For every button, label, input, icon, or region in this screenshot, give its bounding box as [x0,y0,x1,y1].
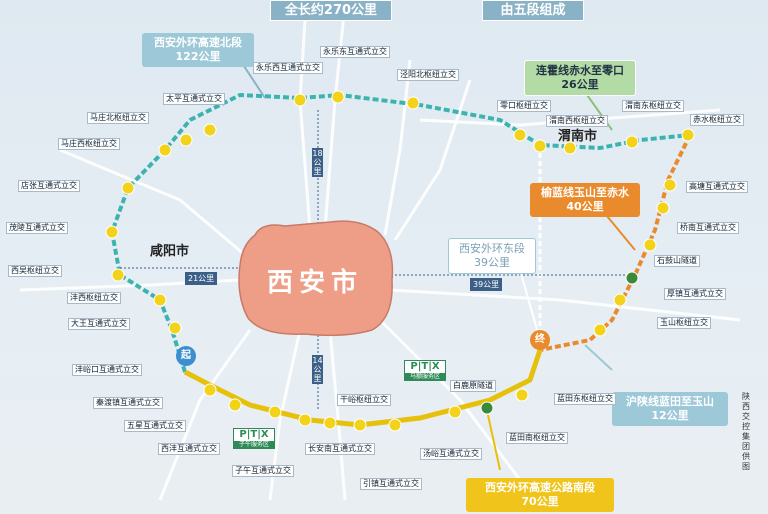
interchange-label: 蓝田东枢纽立交 [554,393,616,405]
weinan-city-label: 渭南市 [558,129,598,144]
lianhuo-segment-callout: 连霍线赤水至零口 26公里 [524,60,636,96]
interchange-label: 大王互通式立交 [68,318,130,330]
interchange-label: 子午互通式立交 [232,465,294,477]
interchange-label: 西吴枢纽立交 [8,265,62,277]
interchange-label: 厚镇互通式立交 [664,288,726,300]
interchange-label: 沣峪口互通式立交 [72,364,142,376]
hushan-segment-callout: 沪陕线蓝田至玉山 12公里 [612,392,728,426]
service-area-icon: P|T|X [410,361,440,372]
interchange-label: 赤水枢纽立交 [690,114,744,126]
interchange-label: 秦渡镇互通式立交 [93,397,163,409]
north-ring-line [109,92,691,373]
xianyang-city-label: 咸阳市 [150,244,190,259]
interchange-label: 长安南互通式立交 [305,443,375,455]
interchange-label: 西沣互通式立交 [158,443,220,455]
north-link-distance: 18公里 [312,148,323,177]
south-segment-callout: 西安外环高速公路南段 70公里 [466,478,614,512]
north-segment-length: 122公里 [175,50,221,63]
interchange-label: 蓝田南枢纽立交 [506,432,568,444]
east-segment-callout: 西安外环东段 39公里 [448,238,536,274]
west-link-distance: 21公里 [185,272,218,285]
xian-city-label: 西安市 [266,267,363,298]
lianhuo-segment-name: 连霍线赤水至零口 [536,64,624,77]
north-segment-callout: 西安外环高速北段 122公里 [142,33,254,67]
interchange-label: 渭南西枢纽立交 [546,115,608,127]
interchange-label: 永乐西互通式立交 [253,62,323,74]
service-area-ziwu: P|T|X 子午服务区 [233,428,275,449]
service-area-icon: P|T|X [239,429,269,440]
north-segment-name: 西安外环高速北段 [154,36,242,49]
interchange-label: 永乐东互通式立交 [320,46,390,58]
interchange-label: 引镇互通式立交 [360,478,422,490]
image-credit: 陕西交控集团供图 [742,392,750,471]
interchange-label: 干峪枢纽立交 [337,394,391,406]
yulan-segment-name: 榆蓝线玉山至赤水 [541,186,629,199]
interchange-label: 马庄西枢纽立交 [58,138,120,150]
interchange-label: 渭南东枢纽立交 [622,100,684,112]
interchange-label: 白鹿原隧道 [450,380,496,392]
interchange-label: 茂陵互通式立交 [6,222,68,234]
interchange-label: 店张互通式立交 [18,180,80,192]
interchange-label: 沣西枢纽立交 [67,292,121,304]
total-length-header: 全长约270公里 [270,0,392,21]
service-area-name: 子午服务区 [234,441,274,448]
service-area-name: 马额服务区 [405,373,445,380]
east-segment-length: 39公里 [474,256,510,269]
south-segment-name: 西安外环高速公路南段 [485,481,595,494]
east-segment-name: 西安外环东段 [459,242,525,255]
tunnel-dot [480,401,494,415]
yulan-segment-length: 40公里 [566,200,604,213]
start-marker: 起 [176,346,196,366]
hushan-segment-name: 沪陕线蓝田至玉山 [626,395,714,408]
interchange-label: 太平互通式立交 [163,93,225,105]
east-link-distance: 39公里 [470,278,503,291]
lianhuo-segment-length: 26公里 [561,78,599,91]
south-segment-length: 70公里 [521,495,559,508]
interchange-label: 零口枢纽立交 [497,100,551,112]
end-marker: 终 [530,330,550,350]
segments-header: 由五段组成 [482,0,584,21]
xian-city-area [238,220,394,337]
hushan-segment-length: 12公里 [651,409,689,422]
south-link-distance: 14公里 [312,355,323,384]
interchange-label: 马庄北枢纽立交 [87,112,149,124]
interchange-label: 石鼓山隧道 [654,255,700,267]
interchange-label: 五星互通式立交 [124,420,186,432]
interchange-label: 玉山枢纽立交 [657,317,711,329]
interchange-label: 汤峪互通式立交 [420,448,482,460]
yulan-segment-callout: 榆蓝线玉山至赤水 40公里 [530,183,640,217]
interchange-label: 高塘互通式立交 [686,181,748,193]
interchange-label: 桥南互通式立交 [677,222,739,234]
interchange-label: 泾阳北枢纽立交 [397,69,459,81]
tunnel-dot [625,271,639,285]
service-area-mae: P|T|X 马额服务区 [404,360,446,381]
